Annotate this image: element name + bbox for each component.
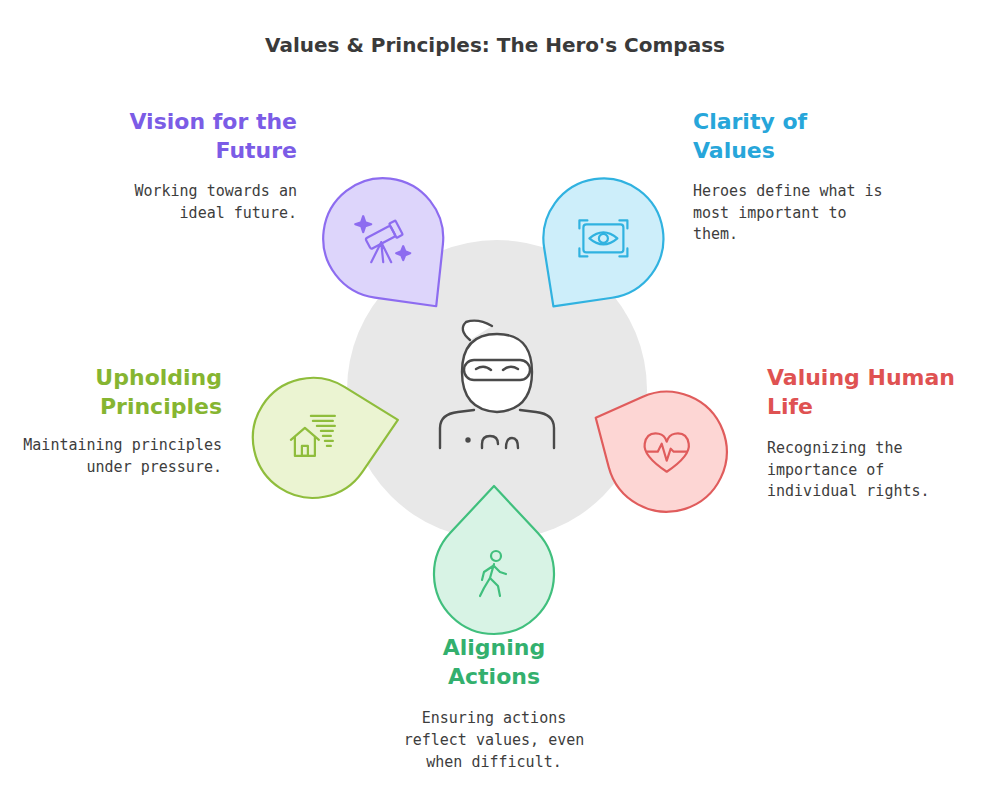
droplet-icon [355, 216, 410, 262]
droplet-shape [291, 146, 475, 330]
droplet-icon [480, 551, 506, 596]
value-droplet: Valuing Human LifeRecognizing the import… [582, 367, 751, 536]
hero-hair [463, 321, 492, 340]
value-description: Heroes define what is most important to … [693, 181, 898, 246]
value-description: Recognizing the importance of individual… [767, 438, 932, 503]
icon-stroke [491, 551, 501, 561]
icon-stroke [583, 224, 623, 252]
value-description: Working towards an ideal future. [105, 181, 297, 225]
droplet-outline [596, 392, 727, 512]
droplet-icon [645, 434, 689, 472]
hero-mask [464, 360, 530, 380]
value-droplet: Clarity of ValuesHeroes define what is m… [513, 148, 694, 329]
icon-stroke [371, 242, 391, 262]
droplet-shape [513, 148, 694, 329]
icon-stroke [389, 220, 403, 237]
hero-shoulders [440, 410, 554, 448]
value-heading: Upholding Principles [17, 364, 222, 421]
value-description: Ensuring actions reflect values, even wh… [394, 708, 594, 773]
icon-stroke [291, 428, 319, 456]
droplet-outline [323, 178, 443, 306]
value-droplet: Upholding PrinciplesMaintaining principl… [220, 345, 406, 531]
icon-stroke [598, 233, 607, 242]
hero-head [462, 334, 532, 412]
value-heading: Vision for the Future [97, 108, 297, 165]
icon-stroke [645, 434, 689, 472]
droplet-outline [253, 378, 398, 498]
icon-stroke [355, 216, 371, 232]
icon-stroke [302, 446, 308, 456]
droplet-outline [434, 486, 554, 634]
icon-stroke [589, 232, 617, 244]
hero-icon [440, 321, 554, 448]
value-droplet: Vision for the FutureWorking towards an … [291, 146, 475, 330]
icon-stroke [647, 444, 687, 461]
value-description: Maintaining principles under pressure. [14, 435, 222, 479]
droplet-shape [220, 345, 406, 531]
hero-eyes [476, 367, 518, 370]
icon-stroke [396, 246, 410, 260]
value-heading: Aligning Actions [404, 634, 584, 691]
droplet-icon [291, 416, 335, 456]
value-droplet: Aligning ActionsEnsuring actions reflect… [400, 480, 588, 668]
icon-stroke [579, 220, 627, 256]
diagram-title: Values & Principles: The Hero's Compass [0, 33, 990, 57]
icon-stroke [311, 416, 335, 446]
icon-stroke [480, 564, 506, 596]
value-heading: Valuing Human Life [767, 364, 979, 421]
hero-dot [467, 439, 470, 442]
droplet-outline [543, 178, 663, 306]
droplet-icon [579, 220, 627, 256]
droplet-shape [582, 367, 751, 536]
hero-suit-detail [482, 436, 518, 448]
value-heading: Clarity of Values [693, 108, 853, 165]
